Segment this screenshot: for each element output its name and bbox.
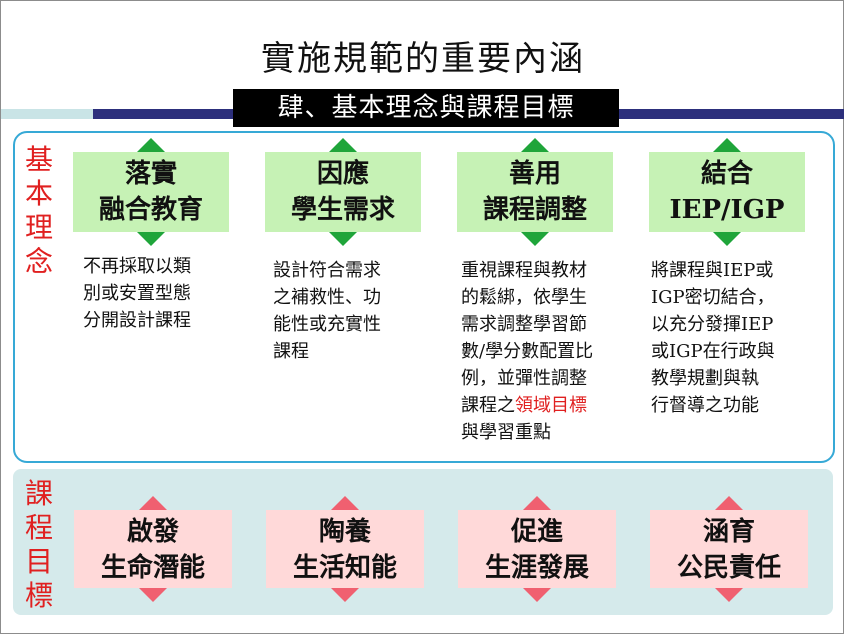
concept-line1: 落實 (124, 159, 177, 189)
decorative-bar-left-navy (93, 109, 233, 119)
arrow-up-icon (139, 496, 167, 510)
basic-concept-label-char: 基 (24, 143, 53, 176)
concept-description: 不再採取以類 別或安置型態 分開設計課程 (83, 256, 191, 331)
basic-concept-label-char: 念 (24, 245, 53, 278)
curriculum-goals-label-char: 標 (24, 579, 53, 612)
goal-line2: 生命潛能 (100, 553, 205, 583)
curriculum-goals-label-char: 課 (24, 477, 53, 510)
concept-line1: 善用 (508, 159, 561, 189)
goal-line1: 促進 (510, 517, 563, 547)
arrow-down-icon (715, 588, 743, 602)
goal-line1: 陶養 (318, 517, 371, 547)
arrow-down-icon (331, 588, 359, 602)
concept-line2: IEP/IGP (669, 195, 785, 225)
arrow-up-icon (521, 138, 549, 152)
concept-box-iep-igp: 結合 IEP/IGP (649, 152, 805, 232)
basic-concept-label-char: 本 (24, 177, 53, 210)
curriculum-goals-label: 課 程 目 標 (19, 477, 59, 613)
curriculum-goals-label-char: 目 (24, 545, 53, 578)
description-text: 與學習重點 (461, 422, 551, 443)
concept-description: 設計符合需求 之補救性、功 能性或充實性 課程 (273, 260, 381, 362)
slide-subtitle: 肆、基本理念與課程目標 (233, 89, 619, 127)
arrow-up-icon (523, 496, 551, 510)
goal-box-civic-responsibility: 涵育 公民責任 (650, 510, 808, 588)
concept-box-curriculum-adjustment: 善用 課程調整 (457, 152, 613, 232)
goal-box-life-skills: 陶養 生活知能 (266, 510, 424, 588)
concept-description: 重視課程與教材 的鬆綁，依學生 需求調整學習節 數/學分數配置比 例，並彈性調整… (461, 257, 593, 446)
arrow-down-icon (139, 588, 167, 602)
highlight-domain-goals: 領域目標 (515, 395, 587, 416)
description-text: 重視課程與教材 的鬆綁，依學生 需求調整學習節 數/學分數配置比 例，並彈性調整… (461, 260, 594, 416)
arrow-down-icon (521, 232, 549, 246)
arrow-down-icon (137, 232, 165, 246)
concept-line2: 課程調整 (482, 195, 587, 225)
curriculum-goals-label-char: 程 (24, 511, 53, 544)
concept-line2: 融合教育 (98, 195, 203, 225)
goal-line2: 生活知能 (292, 553, 397, 583)
concept-box-inclusive-education: 落實 融合教育 (73, 152, 229, 232)
concept-line2: 學生需求 (290, 195, 395, 225)
concept-line1: 因應 (316, 159, 369, 189)
arrow-up-icon (713, 138, 741, 152)
concept-description: 將課程與IEP或 IGP密切結合， 以充分發揮IEP 或IGP在行政與 教學規劃… (651, 260, 775, 416)
arrow-up-icon (329, 138, 357, 152)
basic-concept-label: 基 本 理 念 (19, 143, 59, 279)
concept-line1: 結合 (700, 159, 753, 189)
slide-title: 實施規範的重要內涵 (261, 39, 585, 79)
arrow-up-icon (715, 496, 743, 510)
decorative-bar-right (619, 109, 844, 119)
goal-line2: 生涯發展 (484, 553, 589, 583)
goal-line2: 公民責任 (676, 553, 781, 583)
arrow-down-icon (523, 588, 551, 602)
arrow-up-icon (137, 138, 165, 152)
goal-line1: 啟發 (126, 517, 179, 547)
concept-box-student-needs: 因應 學生需求 (265, 152, 421, 232)
arrow-up-icon (331, 496, 359, 510)
goal-box-career-development: 促進 生涯發展 (458, 510, 616, 588)
goal-box-life-potential: 啟發 生命潛能 (74, 510, 232, 588)
arrow-down-icon (713, 232, 741, 246)
arrow-down-icon (329, 232, 357, 246)
basic-concept-label-char: 理 (24, 211, 53, 244)
goal-line1: 涵育 (702, 517, 755, 547)
